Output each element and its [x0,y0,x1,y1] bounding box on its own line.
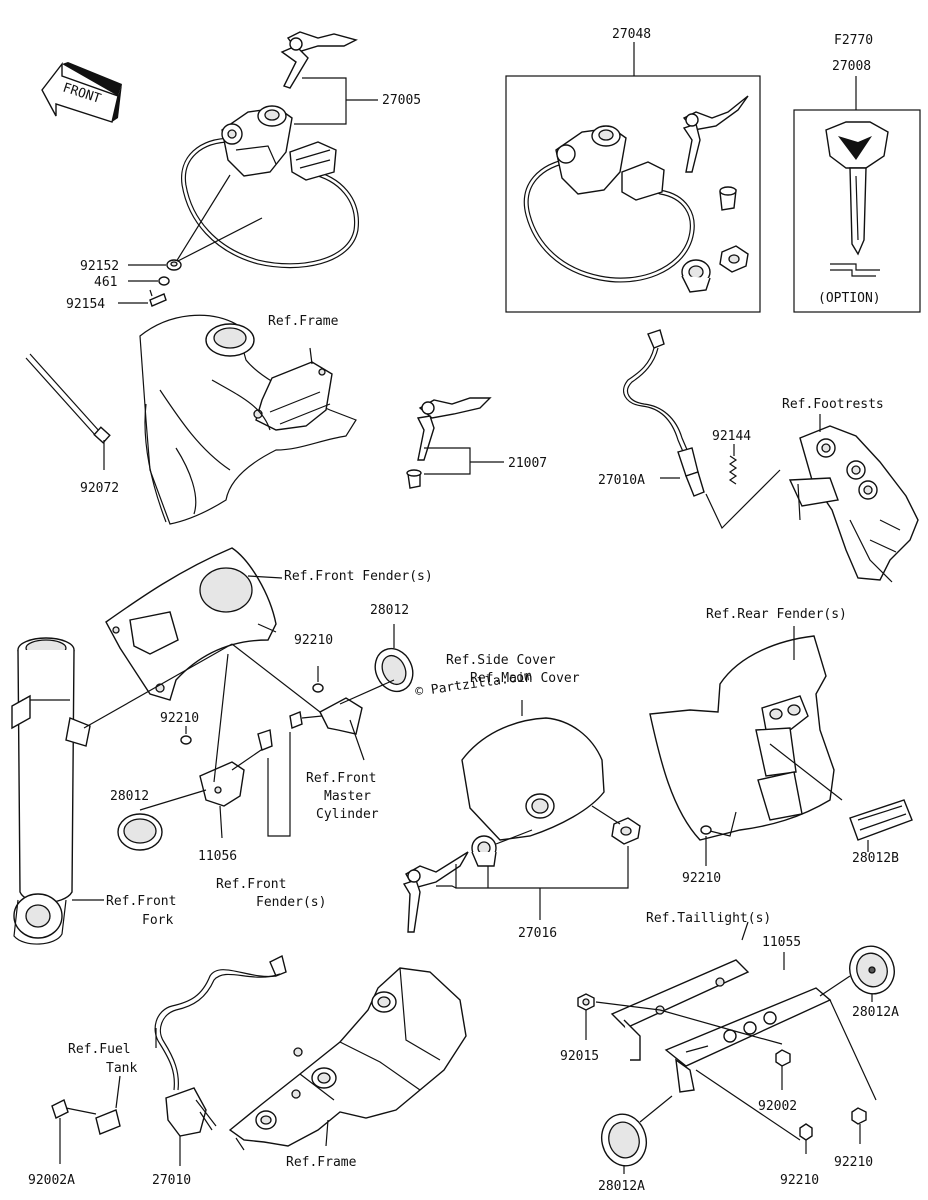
ref-side-cover-2: Ref.Main Cover [470,671,580,686]
label-27010A: 27010A [598,473,645,488]
washer-92152 [128,259,182,271]
label-92152: 92152 [80,259,119,274]
nut-92210-c [700,825,712,866]
front-arrow-icon: FRONT [41,61,122,123]
ref-front-fender: Ref.Front Fender(s) [284,569,433,584]
license-bracket-11055 [595,921,877,1141]
key-set-kit-27048 [505,42,761,313]
washer-461 [128,276,170,286]
label-27048: 27048 [612,27,651,42]
label-28012-left: 28012 [110,789,149,804]
spring-92144 [705,444,781,530]
bolt-92002A [51,1099,97,1164]
label-option: (OPTION) [818,291,881,306]
nut-92210-b [180,726,192,745]
label-28012A-bottom: 28012A [598,1179,645,1194]
ref-front-fork-2: Fork [142,913,173,928]
label-92210-c: 92210 [682,871,721,886]
label-28012B: 28012B [852,851,899,866]
label-92154: 92154 [66,297,105,312]
reflector-28012B [849,799,913,852]
bolt-92002 [775,1049,791,1090]
footrest-bracket [788,425,919,583]
reflector-28012-top [374,624,414,693]
label-11055: 11055 [762,935,801,950]
frame-bottom-section [228,967,467,1151]
blank-key-27008 [793,76,921,313]
label-28012-top: 28012 [370,603,409,618]
ref-frame-top: Ref.Frame [268,314,339,329]
label-461: 461 [94,275,117,290]
nut-92015 [577,993,595,1040]
stop-switch-27010A [623,329,705,497]
fuel-tank-bracket [95,1075,121,1135]
ref-taillight: Ref.Taillight(s) [646,911,771,926]
ref-front-master-3: Cylinder [316,807,379,822]
ref-front-fender2-1: Ref.Front [216,877,286,892]
label-21007: 21007 [508,456,547,471]
ref-front-master-1: Ref.Front [306,771,376,786]
nut-92210-d [851,1107,867,1144]
reflector-28012A-right [819,945,895,1002]
frame-top-section [139,314,357,525]
ref-front-fender2-2: Fender(s) [256,895,326,910]
master-cylinder-bracket [231,643,395,761]
seat-lock-27016 [402,805,641,933]
bracket-11056 [199,653,273,839]
label-27005: 27005 [382,93,421,108]
key-set-21007 [406,397,504,489]
nut-92210-e [799,1123,813,1154]
nut-92210-a [312,666,324,693]
rear-fender [649,626,843,841]
label-92002: 92002 [758,1099,797,1114]
ref-front-fork-1: Ref.Front [106,894,176,909]
front-fork [11,637,233,945]
ref-fuel-tank-2: Tank [106,1061,137,1076]
label-92015: 92015 [560,1049,599,1064]
ignition-switch-assembly [175,31,378,269]
label-92144: 92144 [712,429,751,444]
ref-footrests: Ref.Footrests [782,397,884,412]
ref-side-cover-1: Ref.Side Cover [446,653,556,668]
ref-rear-fender: Ref.Rear Fender(s) [706,607,847,622]
ref-front-master-2: Master [324,789,371,804]
label-92210-d: 92210 [834,1155,873,1170]
label-F2770: F2770 [834,33,873,48]
cable-tie-92072 [25,353,111,470]
label-92210-e: 92210 [780,1173,819,1188]
reflector-28012A-bottom [601,1095,673,1174]
reflector-28012-left [117,789,207,851]
label-27010: 27010 [152,1173,191,1188]
label-27016: 27016 [518,926,557,941]
front-fender [105,547,283,701]
label-92210-a: 92210 [294,633,333,648]
label-92072: 92072 [80,481,119,496]
side-cover [461,700,605,841]
label-27008: 27008 [832,59,871,74]
ref-frame-bottom: Ref.Frame [286,1155,357,1170]
ref-fuel-tank-1: Ref.Fuel [68,1042,131,1057]
label-92210-b: 92210 [160,711,199,726]
label-28012A-right: 28012A [852,1005,899,1020]
brake-switch-27010 [154,954,287,1137]
screw-92154 [118,289,167,307]
label-92002A: 92002A [28,1173,75,1188]
label-11056: 11056 [198,849,237,864]
